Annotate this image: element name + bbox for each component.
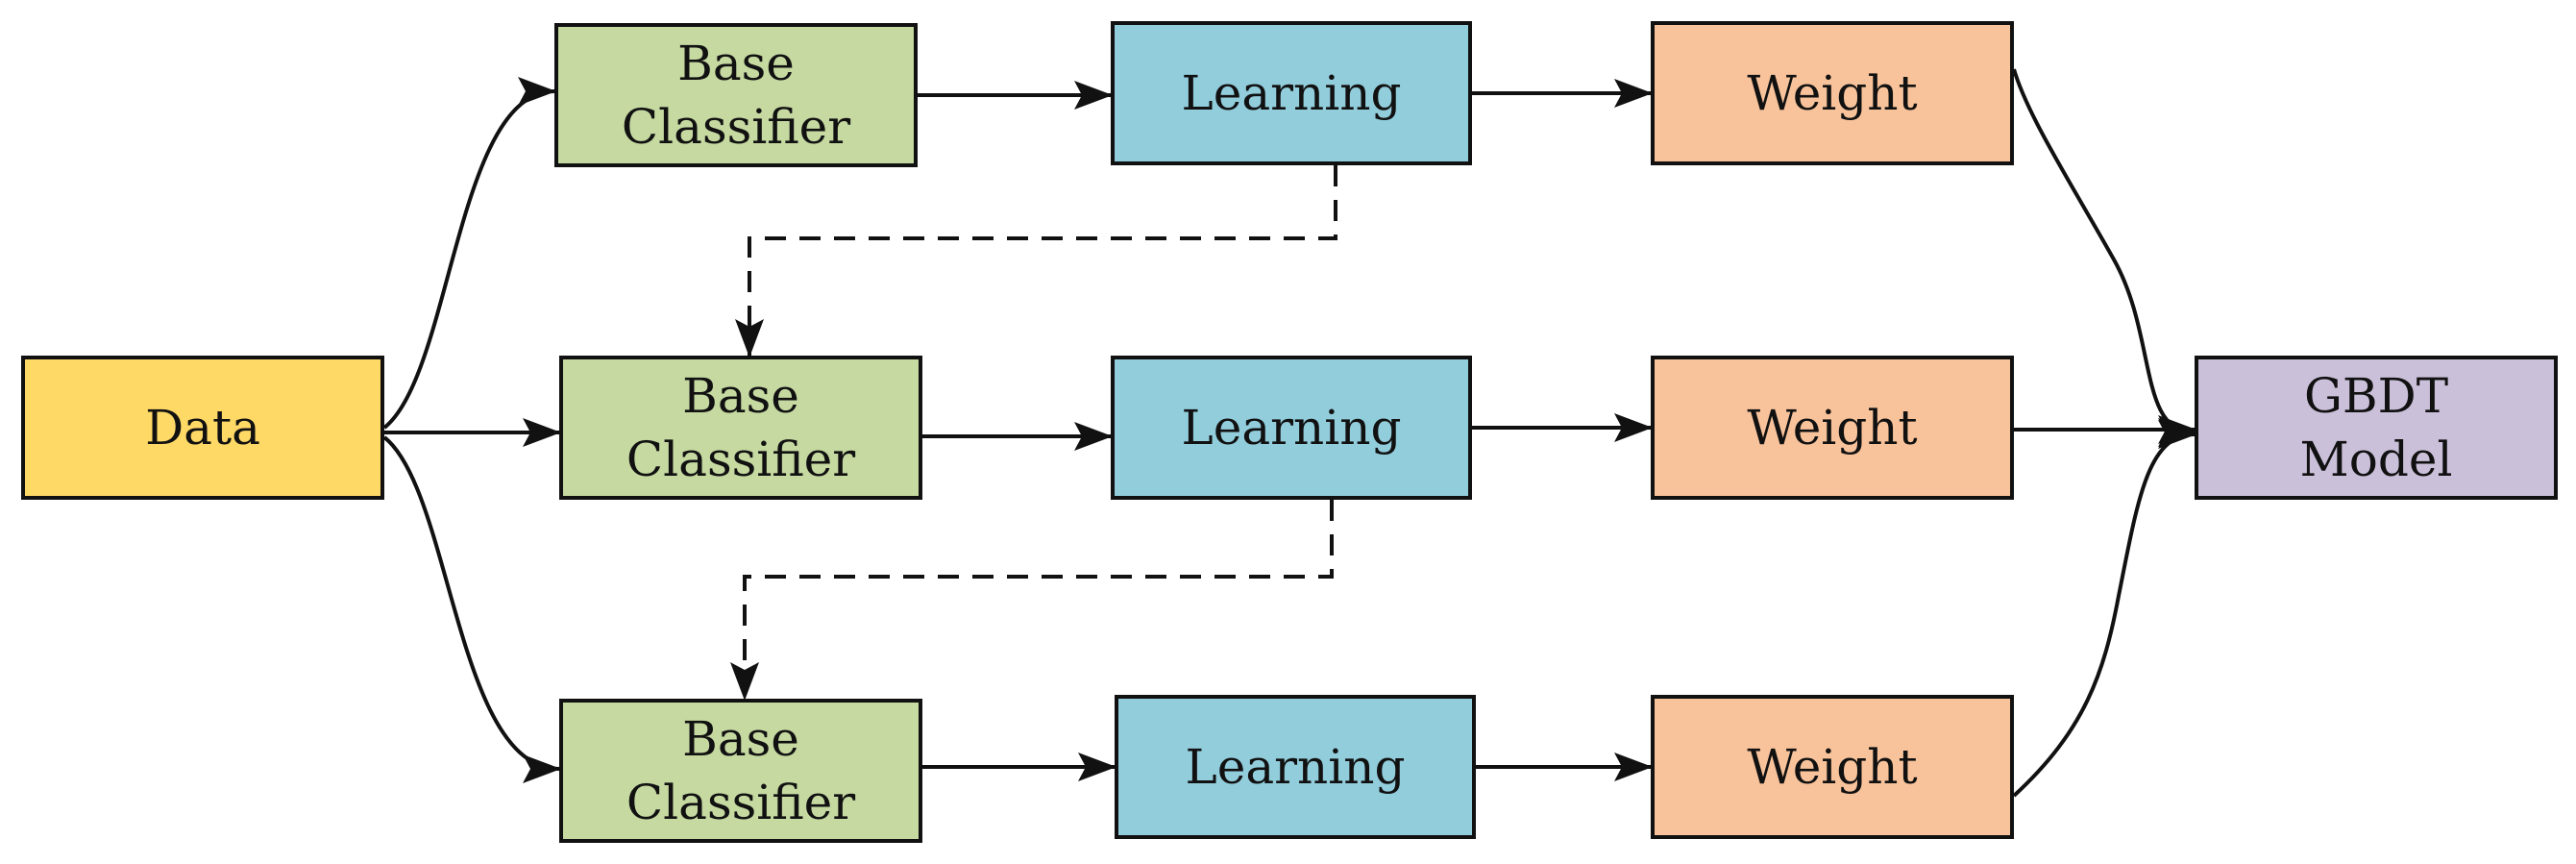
weight-2-label: Weight: [1747, 400, 1918, 456]
gbdt-model-label-line-2: Model: [2299, 432, 2453, 487]
learning-2-label: Learning: [1181, 400, 1402, 456]
learning-3-label: Learning: [1185, 739, 1406, 795]
learning-1-label: Learning: [1181, 65, 1402, 121]
base-classifier-2-label-line-2: Classifier: [626, 432, 856, 487]
edge-learning-1-to-base-2-dashed: [735, 165, 1337, 358]
weight-node-3: Weight: [1651, 695, 2014, 839]
base-classifier-3-label-line-1: Base: [682, 711, 799, 767]
base-classifier-node-1: Base Classifier: [554, 23, 918, 167]
weight-1-label: Weight: [1747, 65, 1918, 121]
base-classifier-1-label-line-2: Classifier: [621, 99, 851, 155]
gbdt-model-label-line-1: GBDT: [2303, 368, 2449, 424]
edge-weight-3-to-model: [2012, 420, 2196, 798]
base-classifier-node-3: Base Classifier: [559, 699, 922, 843]
weight-3-label: Weight: [1747, 739, 1918, 795]
edge-data-to-base-3: [382, 435, 561, 783]
base-classifier-2-label-line-1: Base: [682, 368, 799, 424]
learning-node-3: Learning: [1115, 695, 1476, 839]
base-classifier-node-2: Base Classifier: [559, 356, 922, 500]
data-node-label: Data: [145, 400, 260, 456]
data-node: Data: [21, 356, 384, 500]
edge-data-to-base-1: [382, 77, 556, 430]
weight-node-1: Weight: [1651, 21, 2014, 165]
gbdt-model-node: GBDT Model: [2195, 356, 2558, 500]
edge-weight-1-to-model: [2012, 68, 2196, 447]
learning-node-1: Learning: [1111, 21, 1472, 165]
base-classifier-3-label-line-2: Classifier: [626, 775, 856, 830]
base-classifier-1-label-line-1: Base: [677, 36, 795, 91]
edge-learning-2-to-base-3-dashed: [730, 500, 1334, 701]
weight-node-2: Weight: [1651, 356, 2014, 500]
learning-node-2: Learning: [1111, 356, 1472, 500]
